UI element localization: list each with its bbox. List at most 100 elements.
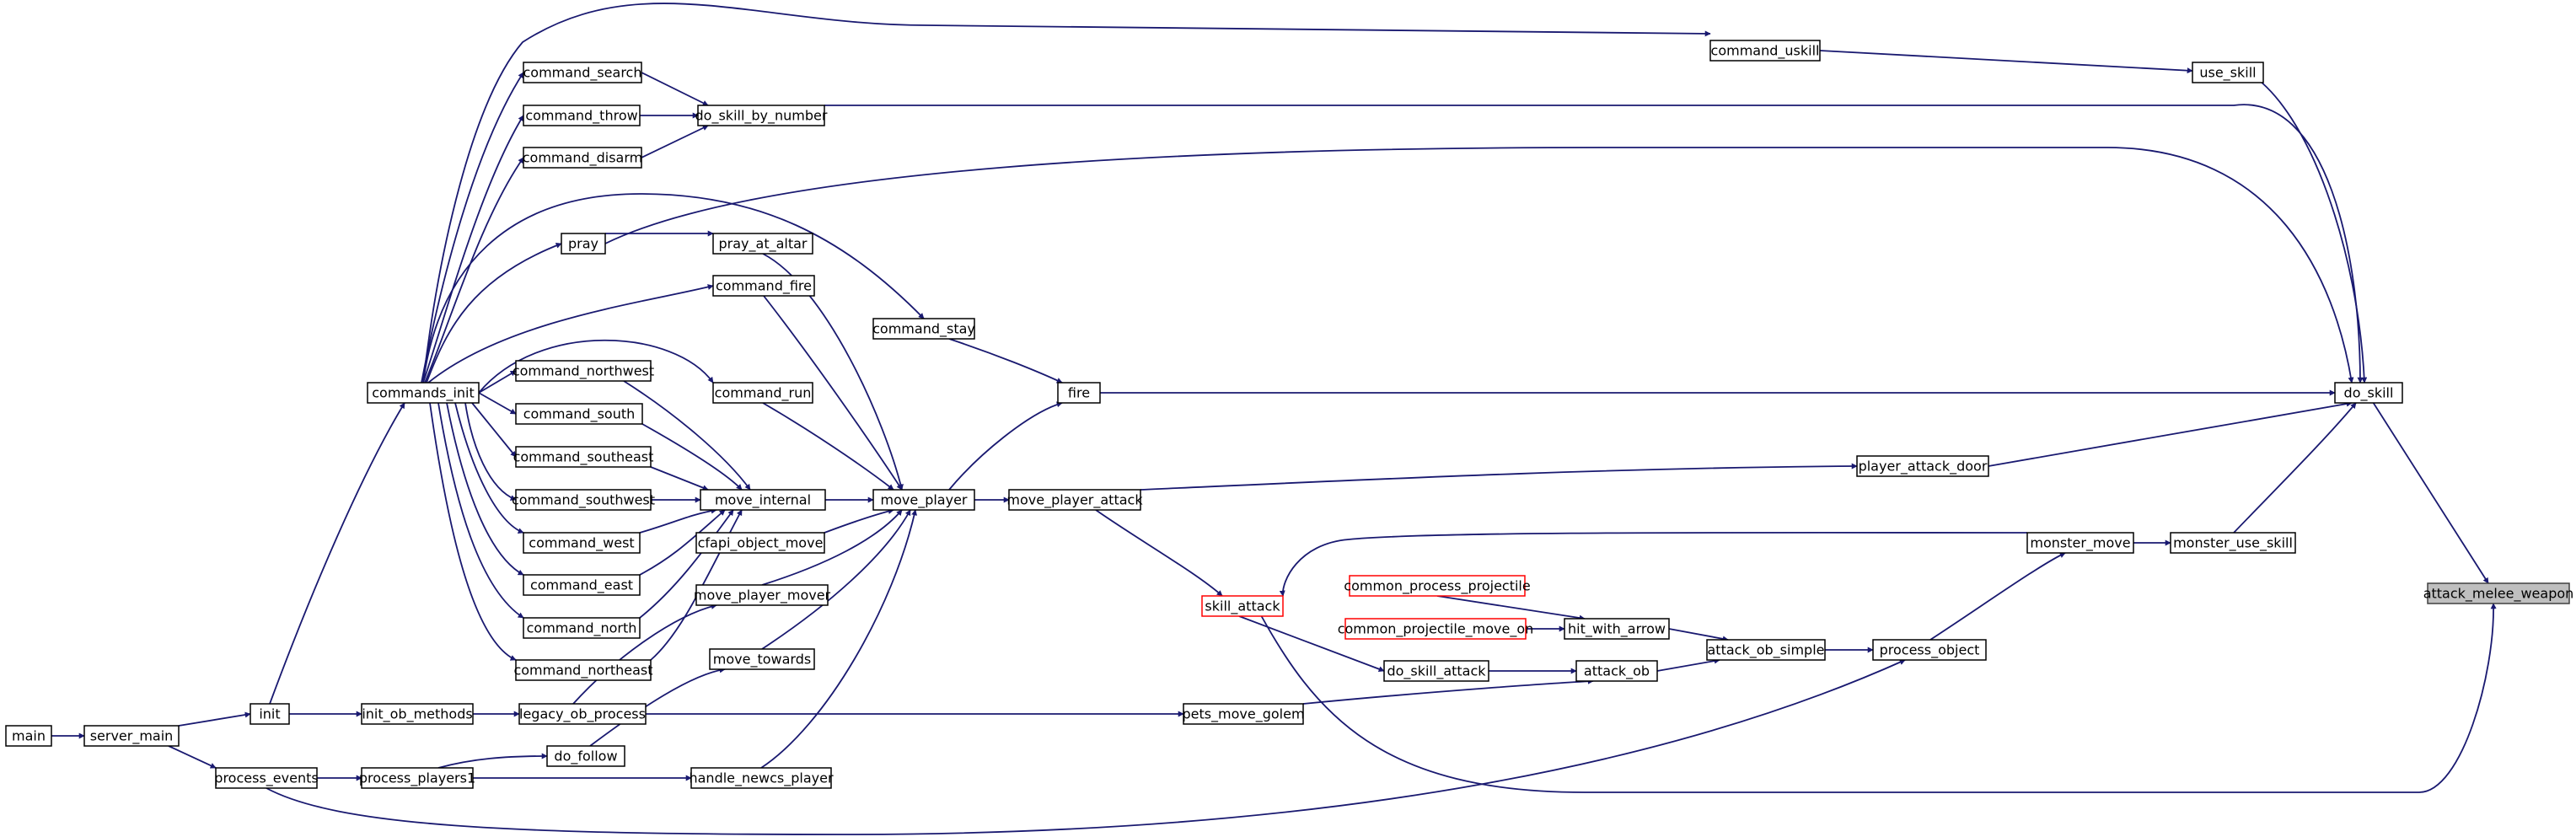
edge-commands_init-to-command_run: [478, 339, 714, 394]
edge-pray-to-do_skill: [604, 147, 2354, 384]
node-box: [1709, 40, 1821, 62]
node-label: command_southeast: [513, 449, 654, 466]
node-label: process_events: [214, 770, 318, 787]
node-command-disarm[interactable]: command_disarm: [523, 147, 642, 169]
node-label: hit_with_arrow: [1568, 621, 1666, 638]
node-process-players1[interactable]: process_players1: [359, 767, 475, 789]
node-monster-use-skill[interactable]: monster_use_skill: [2170, 532, 2296, 554]
node-label: skill_attack: [1205, 598, 1280, 615]
node-command-southwest[interactable]: command_southwest: [512, 489, 655, 511]
node-label: command_disarm: [523, 150, 642, 167]
node-attack-ob-simple[interactable]: attack_ob_simple: [1706, 639, 1826, 661]
node-command-west[interactable]: command_west: [523, 532, 641, 554]
node-command-uskill[interactable]: command_uskill: [1709, 40, 1821, 62]
node-fire[interactable]: fire: [1057, 382, 1101, 404]
node-process-object[interactable]: process_object: [1872, 639, 1987, 661]
node-label: move_player: [881, 492, 968, 509]
edge-skill_attack-to-attack_melee_weapon: [1255, 603, 2497, 793]
node-box: [700, 489, 826, 511]
node-box: [523, 105, 641, 126]
edge-command_southeast-to-move_internal: [650, 466, 709, 491]
node-command-southeast[interactable]: command_southeast: [513, 446, 654, 468]
node-layer: attack_melee_weapondo_skilluse_skillcomm…: [5, 40, 2574, 789]
node-box: [1856, 455, 1989, 477]
node-use-skill[interactable]: use_skill: [2192, 62, 2264, 83]
node-label: command_south: [523, 406, 636, 423]
node-label: command_fire: [716, 278, 812, 295]
node-do-skill-attack[interactable]: do_skill_attack: [1383, 660, 1489, 682]
node-common-projectile-move-on[interactable]: common_projectile_move_on: [1338, 618, 1534, 640]
node-label: server_main: [90, 728, 174, 745]
node-server-main[interactable]: server_main: [83, 725, 180, 747]
node-box: [1872, 639, 1987, 661]
node-box: [2334, 382, 2403, 404]
node-attack-melee-weapon[interactable]: attack_melee_weapon: [2423, 582, 2574, 604]
node-box: [1349, 575, 1526, 597]
node-command-search[interactable]: command_search: [523, 62, 642, 83]
node-move-towards[interactable]: move_towards: [709, 648, 815, 670]
node-label: attack_melee_weapon: [2423, 586, 2574, 603]
node-command-throw[interactable]: command_throw: [523, 105, 641, 126]
node-move-player[interactable]: move_player: [872, 489, 975, 511]
node-legacy-ob-process[interactable]: legacy_ob_process: [518, 703, 647, 725]
node-move-player-attack[interactable]: move_player_attack: [1006, 489, 1143, 511]
edge-command_north-to-move_internal: [639, 509, 734, 619]
edge-commands_init-to-command_disarm: [424, 157, 524, 384]
edge-commands_init-to-command_southeast: [471, 402, 517, 458]
node-commands-init[interactable]: commands_init: [367, 382, 480, 404]
node-box: [250, 703, 290, 725]
node-attack-ob[interactable]: attack_ob: [1575, 660, 1658, 682]
node-command-northeast[interactable]: command_northeast: [513, 659, 653, 681]
node-box: [1575, 660, 1658, 682]
node-handle-newcs-player[interactable]: handle_newcs_player: [689, 767, 834, 789]
edge-monster_use_skill-to-do_skill: [2233, 402, 2357, 534]
node-command-northwest[interactable]: command_northwest: [513, 360, 654, 382]
node-do-skill-by-number[interactable]: do_skill_by_number: [695, 105, 828, 126]
node-move-internal[interactable]: move_internal: [700, 489, 826, 511]
node-skill-attack[interactable]: skill_attack: [1201, 595, 1284, 617]
node-command-north[interactable]: command_north: [523, 617, 641, 639]
node-label: attack_ob_simple: [1708, 642, 1825, 659]
node-pray-at-altar[interactable]: pray_at_altar: [712, 233, 813, 255]
edge-move_player_mover-to-move_player: [761, 509, 903, 586]
node-label: player_attack_door: [1859, 459, 1988, 475]
node-label: command_throw: [525, 108, 637, 125]
node-init-ob-methods[interactable]: init_ob_methods: [361, 703, 474, 725]
node-pray[interactable]: pray: [561, 233, 606, 255]
node-label: pray_at_altar: [719, 236, 808, 253]
edge-commands_init-to-command_southwest: [464, 402, 517, 501]
node-do-skill[interactable]: do_skill: [2334, 382, 2403, 404]
edge-commands_init-to-command_south: [478, 392, 517, 415]
node-main[interactable]: main: [5, 725, 52, 747]
node-command-stay[interactable]: command_stay: [872, 318, 975, 340]
node-command-south[interactable]: command_south: [515, 403, 643, 425]
node-box: [561, 233, 606, 255]
node-hit-with-arrow[interactable]: hit_with_arrow: [1564, 618, 1670, 640]
edge-layer: [51, 3, 2497, 835]
node-process-events[interactable]: process_events: [214, 767, 319, 789]
node-cfapi-object-move[interactable]: cfapi_object_move: [695, 532, 825, 554]
node-label: command_southwest: [512, 492, 655, 509]
edge-player_attack_door-to-do_skill: [1988, 400, 2353, 467]
node-player-attack-door[interactable]: player_attack_door: [1856, 455, 1989, 477]
node-label: init_ob_methods: [362, 706, 472, 723]
node-pets-move-golem[interactable]: pets_move_golem: [1182, 703, 1305, 725]
node-box: [872, 318, 975, 340]
edge-command_west-to-move_internal: [639, 507, 717, 534]
node-init[interactable]: init: [250, 703, 290, 725]
node-label: common_process_projectile: [1344, 578, 1530, 595]
node-command-fire[interactable]: command_fire: [712, 275, 815, 297]
edge-init-to-commands_init: [269, 402, 405, 705]
node-command-run[interactable]: command_run: [712, 382, 813, 404]
node-common-process-projectile[interactable]: common_process_projectile: [1344, 575, 1531, 597]
node-label: commands_init: [372, 385, 475, 402]
node-label: command_run: [715, 385, 812, 402]
node-box: [697, 105, 825, 126]
node-move-player-mover[interactable]: move_player_mover: [694, 584, 831, 606]
edge-commands_init-to-command_northeast: [429, 402, 517, 661]
node-command-east[interactable]: command_east: [523, 574, 641, 596]
node-do-follow[interactable]: do_follow: [546, 745, 625, 767]
edge-commands_init-to-command_uskill: [422, 3, 1711, 384]
node-monster-move[interactable]: monster_move: [2026, 532, 2134, 554]
